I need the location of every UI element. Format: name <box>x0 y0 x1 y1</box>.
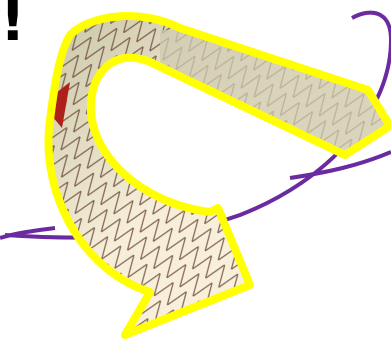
illustration-svg <box>0 0 391 358</box>
illustration-canvas: ! <box>0 0 391 358</box>
